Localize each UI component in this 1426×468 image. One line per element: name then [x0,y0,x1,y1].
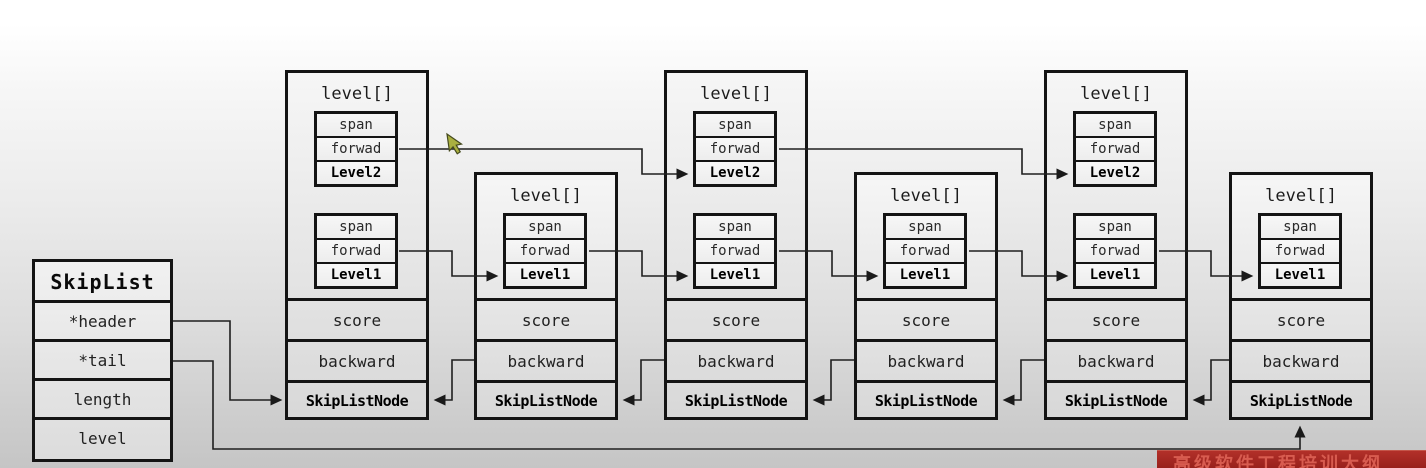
backward-cell: backward [1232,339,1370,380]
watermark-text: 高级软件工程培训大纲 [1173,454,1383,468]
watermark-ribbon: 高级软件工程培训大纲 [1157,450,1426,468]
forward-cell: forwad [317,238,395,262]
backward-cell: backward [667,339,805,380]
skiplist-field-length: length [35,378,170,417]
level-label: Level2 [696,160,774,184]
backward-cell: backward [857,339,995,380]
node-title: level[] [700,84,772,104]
skiplist-field-level: level [35,417,170,456]
skiplist-title: SkipList [50,270,155,294]
node-title: level[] [1265,186,1337,206]
skiplistnode-2: level[] span forwad Level1 score backwar… [474,172,618,420]
level1-box: span forwad Level1 [314,213,398,289]
level1-box: span forwad Level1 [1073,213,1157,289]
skiplist-field-header: *header [35,300,170,339]
node-title: level[] [510,186,582,206]
level-label: Level1 [506,262,584,286]
forward-cell: forwad [1076,238,1154,262]
skiplistnode-label: SkipListNode [1232,380,1370,417]
level-label: Level2 [317,160,395,184]
wire-back-n6-n5 [1192,359,1229,406]
mouse-cursor-icon [446,132,464,155]
level2-box: span forwad Level2 [314,111,398,187]
level-label: Level1 [1076,262,1154,286]
level1-box: span forwad Level1 [503,213,587,289]
wire-fwd2-n1-n3 [399,148,689,180]
backward-cell: backward [477,339,615,380]
span-cell: span [886,216,964,238]
skiplistnode-4: level[] span forwad Level1 score backwar… [854,172,998,420]
forward-cell: forwad [886,238,964,262]
skiplistnode-label: SkipListNode [667,380,805,417]
span-cell: span [506,216,584,238]
span-cell: span [317,114,395,136]
forward-cell: forwad [317,136,395,160]
forward-cell: forwad [506,238,584,262]
level1-box: span forwad Level1 [883,213,967,289]
skiplist-field-tail: *tail [35,339,170,378]
level2-box: span forwad Level2 [693,111,777,187]
node-title: level[] [321,84,393,104]
score-cell: score [1047,298,1185,339]
score-cell: score [477,298,615,339]
forward-cell: forwad [1076,136,1154,160]
forward-cell: forwad [1261,238,1339,262]
span-cell: span [1261,216,1339,238]
level1-box: span forwad Level1 [693,213,777,289]
skiplistnode-1: level[] span forwad Level2 span forwad L… [285,70,429,420]
forward-cell: forwad [696,136,774,160]
backward-cell: backward [1047,339,1185,380]
node-title: level[] [1080,84,1152,104]
level-label: Level1 [886,262,964,286]
wire-back-n3-n2 [622,359,664,406]
level-label: Level1 [317,262,395,286]
span-cell: span [317,216,395,238]
span-cell: span [1076,216,1154,238]
skiplistnode-label: SkipListNode [857,380,995,417]
level2-box: span forwad Level2 [1073,111,1157,187]
skiplist-struct-box: SkipList *header *tail length level [32,259,173,462]
wire-back-n2-n1 [433,359,474,406]
span-cell: span [696,216,774,238]
score-cell: score [288,298,426,339]
skiplistnode-3: level[] span forwad Level2 span forwad L… [664,70,808,420]
skiplistnode-label: SkipListNode [1047,380,1185,417]
level-label: Level1 [696,262,774,286]
span-cell: span [1076,114,1154,136]
level1-box: span forwad Level1 [1258,213,1342,289]
span-cell: span [696,114,774,136]
wire-fwd2-n3-n5 [779,148,1069,180]
wire-back-n4-n3 [812,359,854,406]
score-cell: score [1232,298,1370,339]
skiplistnode-6: level[] span forwad Level1 score backwar… [1229,172,1373,420]
skiplistnode-5: level[] span forwad Level2 span forwad L… [1044,70,1188,420]
score-cell: score [857,298,995,339]
level-label: Level2 [1076,160,1154,184]
forward-cell: forwad [696,238,774,262]
level-label: Level1 [1261,262,1339,286]
backward-cell: backward [288,339,426,380]
score-cell: score [667,298,805,339]
wire-back-n5-n4 [1002,359,1044,406]
wire-header-pointer [173,320,283,406]
skiplistnode-label: SkipListNode [288,380,426,417]
skiplistnode-label: SkipListNode [477,380,615,417]
node-title: level[] [890,186,962,206]
